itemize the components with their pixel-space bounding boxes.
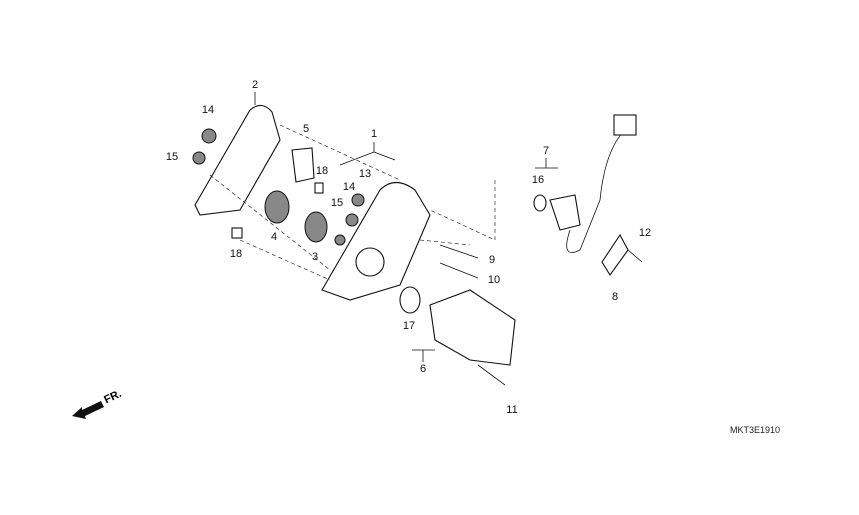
callout-2[interactable]: 2 bbox=[251, 79, 259, 91]
bolt bbox=[439, 262, 479, 279]
callout-5[interactable]: 5 bbox=[302, 123, 310, 135]
motor bbox=[429, 289, 516, 366]
callout-1[interactable]: 1 bbox=[370, 128, 378, 140]
oil-seal bbox=[192, 151, 206, 165]
bolt bbox=[439, 244, 479, 259]
callout-8[interactable]: 8 bbox=[611, 291, 619, 303]
callout-7[interactable]: 7 bbox=[542, 145, 550, 157]
callout-13[interactable]: 13 bbox=[358, 168, 372, 180]
gear bbox=[264, 190, 290, 224]
gear bbox=[304, 211, 328, 243]
bearing bbox=[351, 193, 365, 207]
dowel-pin bbox=[231, 227, 243, 239]
bolt bbox=[627, 249, 643, 263]
bracket bbox=[601, 233, 629, 276]
housing bbox=[321, 181, 431, 301]
oil-seal bbox=[201, 128, 217, 144]
callout-11[interactable]: 11 bbox=[506, 404, 518, 416]
callout-17[interactable]: 17 bbox=[402, 320, 416, 332]
callout-15[interactable]: 15 bbox=[330, 197, 344, 209]
connector bbox=[613, 114, 637, 136]
housing-bore bbox=[355, 247, 385, 277]
callout-14[interactable]: 14 bbox=[201, 104, 215, 116]
callout-3[interactable]: 3 bbox=[311, 251, 319, 263]
o-ring bbox=[399, 286, 421, 314]
callout-4[interactable]: 4 bbox=[270, 231, 278, 243]
bearing bbox=[334, 234, 346, 246]
callout-12[interactable]: 12 bbox=[638, 227, 652, 239]
o-ring bbox=[533, 194, 547, 212]
callout-15[interactable]: 15 bbox=[165, 151, 179, 163]
callout-9[interactable]: 9 bbox=[488, 254, 496, 266]
callout-16[interactable]: 16 bbox=[531, 174, 545, 186]
bolt bbox=[477, 364, 506, 386]
callout-18[interactable]: 18 bbox=[229, 248, 243, 260]
gasket bbox=[194, 104, 281, 216]
wire-harness bbox=[566, 129, 626, 253]
bearing bbox=[345, 213, 359, 227]
callout-10[interactable]: 10 bbox=[487, 274, 501, 286]
dowel-pin bbox=[314, 182, 324, 194]
shift-arm bbox=[291, 147, 315, 183]
callout-6[interactable]: 6 bbox=[419, 363, 427, 375]
sensor bbox=[549, 194, 581, 231]
diagram-code: MKT3E1910 bbox=[730, 425, 781, 435]
callout-18[interactable]: 18 bbox=[315, 165, 329, 177]
callout-14[interactable]: 14 bbox=[342, 181, 356, 193]
front-arrow-icon bbox=[72, 401, 104, 419]
